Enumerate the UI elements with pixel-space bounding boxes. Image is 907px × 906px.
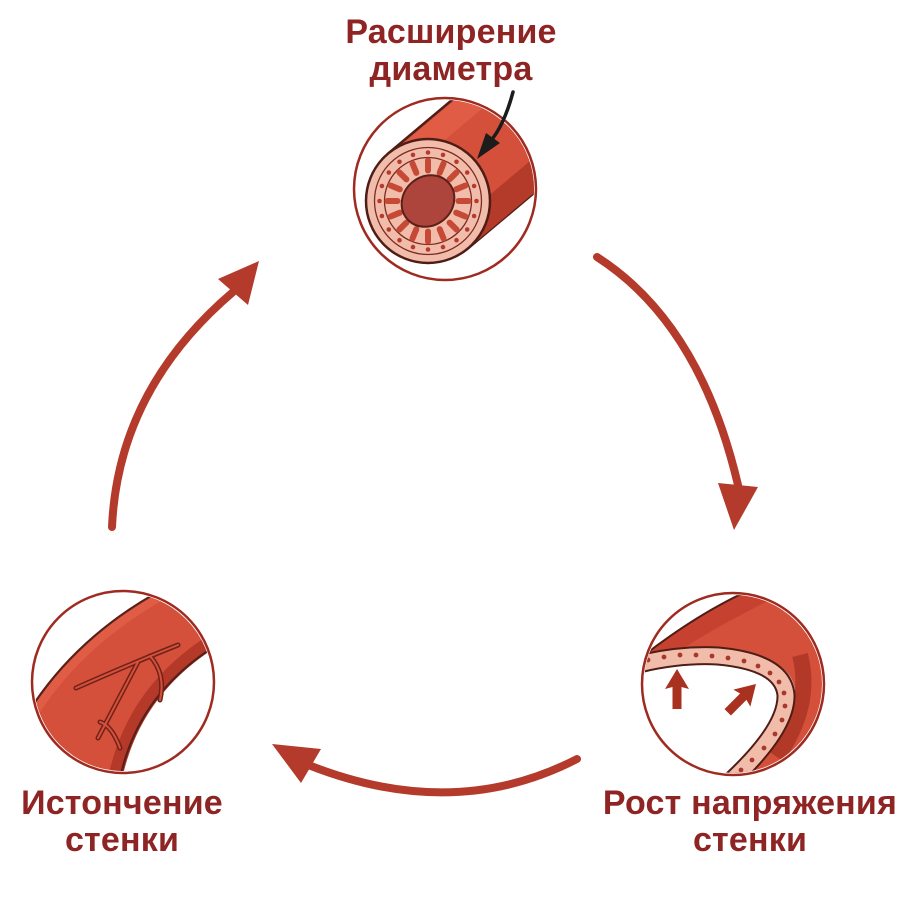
node-circle-outline [30,589,216,775]
node-label-wall-tension: Рост напряжения стенки [550,785,907,859]
cycle-arrow-bottom-left-to-top [108,261,259,531]
node-label-line: стенки [692,821,808,859]
node-label-line: стенки [64,821,180,859]
pointer-arrow [477,90,515,159]
artery-lumen [400,174,456,228]
node-label-diameter-expansion: Расширение диаметра [251,14,651,88]
cycle-arrow-bottom-right-to-bottom-left [272,744,581,797]
node-label-line: Истончение [21,784,223,822]
intima-dots [645,652,788,773]
adventitia-dots [377,150,479,252]
node-label-line: Расширение [345,13,557,51]
artery-wall-tension-icon [640,591,826,777]
vessel-branches [73,642,181,751]
cycle-arrow-top-to-bottom-right [593,253,758,530]
node-label-line: Рост напряжения [602,784,898,822]
muscle-layer-spokes [384,157,472,245]
node-label-wall-thinning: Истончение стенки [0,785,244,859]
node-circle-outline [640,591,826,777]
thinned-artery-wall-icon [30,589,216,775]
node-circle-outline [352,96,538,282]
node-label-line: диаметра [369,50,533,88]
